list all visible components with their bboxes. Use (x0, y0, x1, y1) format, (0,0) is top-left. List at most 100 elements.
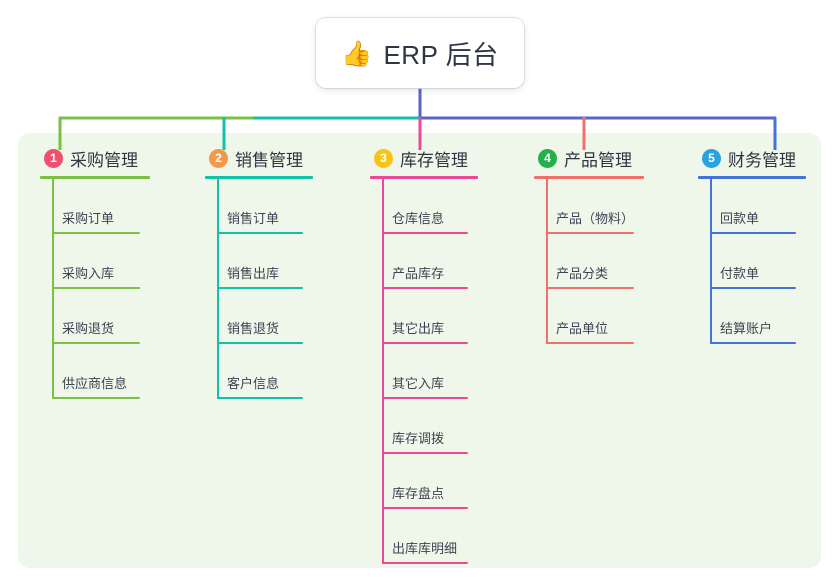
column-underline (370, 176, 478, 179)
menu-item[interactable]: 销售退货 (205, 289, 313, 344)
menu-item[interactable]: 供应商信息 (40, 344, 150, 399)
menu-item[interactable]: 采购订单 (40, 179, 150, 234)
menu-item[interactable]: 产品（物料） (534, 179, 644, 234)
root-title: ERP 后台 (383, 39, 499, 70)
leaf-connector (382, 289, 384, 344)
column-items: 仓库信息产品库存其它出库其它入库库存调拨库存盘点出库库明细 (370, 179, 478, 564)
menu-item-underline (546, 232, 634, 234)
menu-item[interactable]: 回款单 (698, 179, 806, 234)
menu-item-underline (382, 507, 468, 509)
menu-item-underline (52, 397, 140, 399)
column-title: 财务管理 (728, 150, 796, 170)
column-underline (698, 176, 806, 179)
leaf-connector (382, 399, 384, 454)
column-header-2[interactable]: 2 销售管理 (205, 146, 313, 170)
menu-item-label: 结算账户 (720, 321, 773, 336)
column-title: 销售管理 (235, 150, 303, 170)
menu-item-label: 回款单 (720, 211, 760, 226)
menu-item[interactable]: 库存盘点 (370, 454, 478, 509)
column-1: 1 采购管理采购订单采购入库采购退货供应商信息 (40, 146, 150, 399)
menu-item[interactable]: 销售订单 (205, 179, 313, 234)
menu-item-label: 销售退货 (227, 321, 280, 336)
column-header-1[interactable]: 1 采购管理 (40, 146, 150, 170)
menu-item-label: 销售出库 (227, 266, 280, 281)
column-badge-icon: 3 (374, 148, 393, 168)
menu-item-label: 产品分类 (556, 266, 609, 281)
menu-item-underline (217, 287, 303, 289)
menu-item[interactable]: 产品分类 (534, 234, 644, 289)
leaf-connector (382, 179, 384, 234)
menu-item[interactable]: 库存调拨 (370, 399, 478, 454)
column-title: 库存管理 (400, 150, 468, 170)
menu-item-label: 客户信息 (227, 376, 280, 391)
menu-item-label: 产品单位 (556, 321, 609, 336)
menu-item-underline (382, 452, 468, 454)
leaf-connector (710, 234, 712, 289)
menu-item[interactable]: 采购退货 (40, 289, 150, 344)
menu-item[interactable]: 其它入库 (370, 344, 478, 399)
menu-item[interactable]: 产品库存 (370, 234, 478, 289)
column-header-5[interactable]: 5 财务管理 (698, 146, 806, 170)
leaf-connector (382, 509, 384, 564)
menu-item[interactable]: 仓库信息 (370, 179, 478, 234)
menu-item-underline (217, 397, 303, 399)
menu-item[interactable]: 付款单 (698, 234, 806, 289)
leaf-connector (710, 179, 712, 234)
menu-item[interactable]: 结算账户 (698, 289, 806, 344)
menu-item-label: 其它出库 (392, 321, 445, 336)
root-node[interactable]: 👍 ERP 后台 (316, 18, 524, 88)
menu-item-underline (382, 232, 468, 234)
diagram-panel (18, 133, 821, 568)
leaf-connector (217, 179, 219, 234)
column-items: 产品（物料） 产品分类产品单位 (534, 179, 644, 344)
leaf-connector (546, 179, 548, 234)
column-title: 采购管理 (70, 150, 138, 170)
column-underline (40, 176, 150, 179)
menu-item-label: 采购订单 (62, 211, 115, 226)
menu-item-label: 其它入库 (392, 376, 445, 391)
leaf-connector (382, 234, 384, 289)
menu-item-label: 库存调拨 (392, 431, 445, 446)
menu-item[interactable]: 销售出库 (205, 234, 313, 289)
leaf-connector (546, 289, 548, 344)
leaf-connector (52, 289, 54, 344)
column-badge-icon: 4 (538, 148, 557, 168)
menu-item-label: 采购退货 (62, 321, 115, 336)
menu-item-underline (546, 342, 634, 344)
column-items: 销售订单销售出库销售退货客户信息 (205, 179, 313, 399)
menu-item-underline (52, 232, 140, 234)
menu-item-label: 库存盘点 (392, 486, 445, 501)
column-items: 采购订单采购入库采购退货供应商信息 (40, 179, 150, 399)
column-badge-icon: 1 (44, 148, 63, 168)
thumbs-up-icon: 👍 (341, 39, 373, 68)
leaf-connector (217, 344, 219, 399)
column-underline (205, 176, 313, 179)
column-badge-icon: 2 (209, 148, 228, 168)
column-3: 3 库存管理仓库信息产品库存其它出库其它入库库存调拨库存盘点出库库明细 (370, 146, 478, 564)
column-items: 回款单付款单结算账户 (698, 179, 806, 344)
menu-item[interactable]: 出库库明细 (370, 509, 478, 564)
column-2: 2 销售管理销售订单销售出库销售退货客户信息 (205, 146, 313, 399)
leaf-connector (52, 179, 54, 234)
menu-item-label: 产品（物料） (556, 211, 635, 226)
menu-item-label: 出库库明细 (392, 541, 458, 556)
column-badge-icon: 5 (702, 148, 721, 168)
menu-item[interactable]: 采购入库 (40, 234, 150, 289)
leaf-connector (710, 289, 712, 344)
menu-item-label: 供应商信息 (62, 376, 128, 391)
menu-item-underline (217, 342, 303, 344)
leaf-connector (382, 344, 384, 399)
leaf-connector (52, 344, 54, 399)
column-underline (534, 176, 644, 179)
menu-item-label: 付款单 (720, 266, 760, 281)
menu-item-underline (382, 397, 468, 399)
menu-item[interactable]: 客户信息 (205, 344, 313, 399)
column-header-3[interactable]: 3 库存管理 (370, 146, 478, 170)
menu-item-label: 产品库存 (392, 266, 445, 281)
menu-item-underline (382, 342, 468, 344)
menu-item[interactable]: 其它出库 (370, 289, 478, 344)
menu-item[interactable]: 产品单位 (534, 289, 644, 344)
menu-item-underline (710, 232, 796, 234)
